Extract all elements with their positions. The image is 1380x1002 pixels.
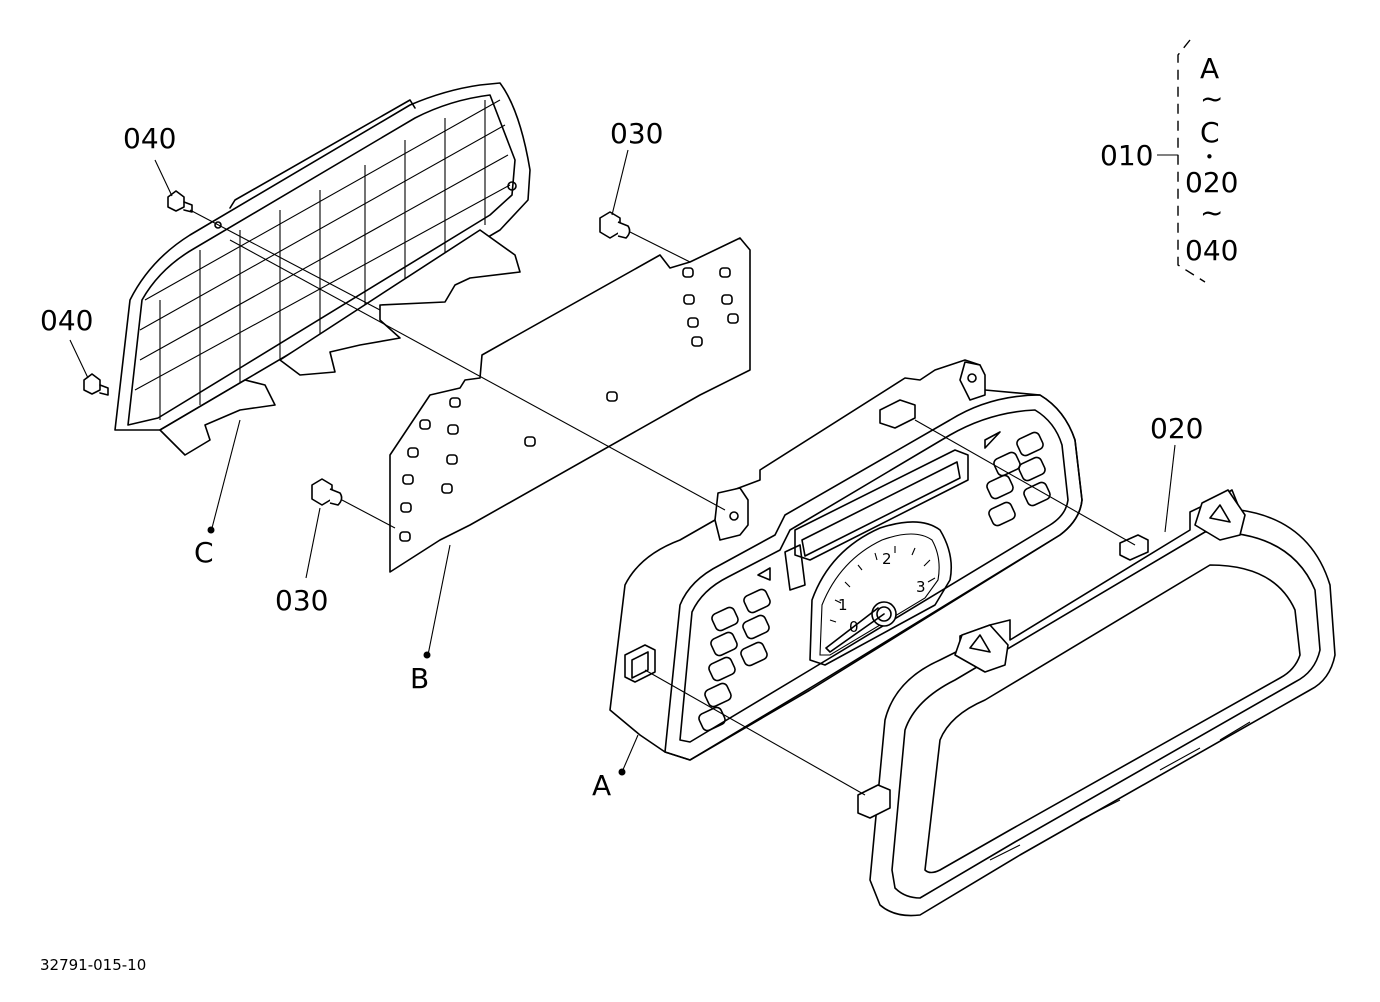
gauge-tick-3: 3 xyxy=(916,578,926,596)
set-line-020: 020 xyxy=(1185,166,1238,199)
leader-lines xyxy=(69,149,1178,773)
part-020-front-lens xyxy=(857,489,1336,917)
set-tilde-1: ~ xyxy=(1200,82,1223,115)
bulb-030-bottom xyxy=(311,478,343,506)
set-bracket xyxy=(1177,39,1206,283)
label-040-left: 040 xyxy=(40,304,93,337)
screw-040-left xyxy=(83,373,109,396)
figure-id: 32791-015-10 xyxy=(40,956,146,974)
set-line-c: C xyxy=(1200,116,1220,149)
set-dot: • xyxy=(1205,148,1214,166)
part-a-meter-housing xyxy=(609,359,1083,761)
label-030-top: 030 xyxy=(610,117,663,150)
set-composition: A ~ C • 020 ~ 040 xyxy=(1185,52,1238,267)
label-ref-c: C xyxy=(194,536,214,569)
label-030-bottom: 030 xyxy=(275,584,328,617)
label-ref-a: A xyxy=(592,769,611,802)
set-tilde-2: ~ xyxy=(1200,196,1223,229)
label-040-top: 040 xyxy=(123,122,176,155)
ref-dot-c xyxy=(207,526,215,534)
ref-dot-a xyxy=(618,768,626,776)
part-c-rear-grid-cover xyxy=(114,82,531,456)
label-010: 010 xyxy=(1100,139,1153,172)
label-ref-b: B xyxy=(410,662,429,695)
set-line-a: A xyxy=(1200,52,1219,85)
gauge-scale-numbers: 1 2 3 0 xyxy=(838,550,926,636)
bulb-030-top xyxy=(599,211,631,239)
label-020: 020 xyxy=(1150,412,1203,445)
part-b-circuit-board xyxy=(389,237,751,573)
part-labels: 040 040 030 030 C B A 020 010 xyxy=(40,117,1203,802)
gauge-tick-0: 0 xyxy=(849,618,859,636)
set-line-040: 040 xyxy=(1185,234,1238,267)
assembly-guide-lines xyxy=(189,209,1136,796)
gauge-tick-2: 2 xyxy=(882,550,892,568)
gauge-tick-1: 1 xyxy=(838,596,848,614)
ref-dot-b xyxy=(423,651,431,659)
